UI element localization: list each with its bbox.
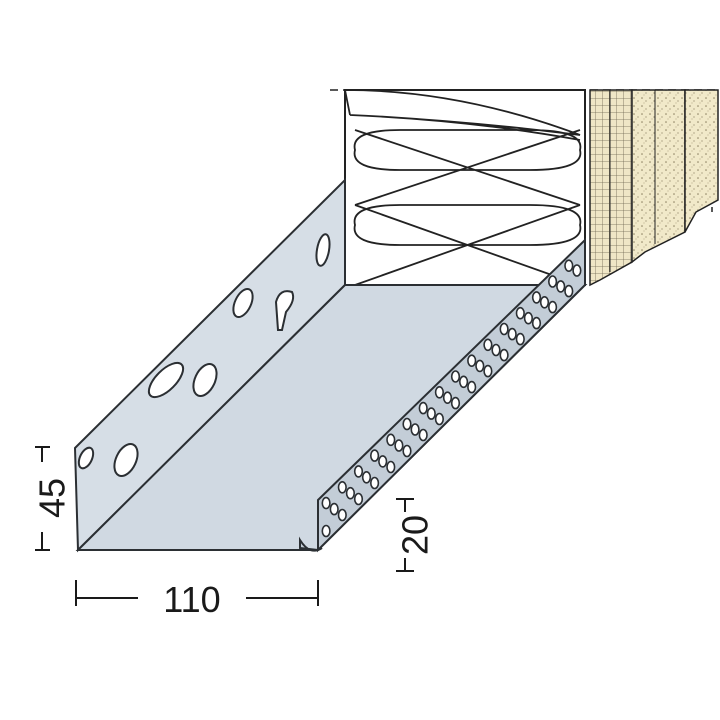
lip-dimension-label: 20 bbox=[395, 515, 436, 555]
width-dimension-label: 110 bbox=[163, 579, 220, 620]
perforation-hole bbox=[467, 354, 477, 368]
perforation-hole bbox=[531, 291, 542, 304]
perforation-hole bbox=[402, 444, 412, 458]
dimension-width: 110 bbox=[75, 579, 319, 620]
perforation-hole bbox=[450, 396, 461, 410]
mesh-layer bbox=[589, 89, 633, 287]
perforation-hole bbox=[345, 486, 356, 500]
perforation-hole bbox=[564, 284, 574, 298]
perforation-hole bbox=[459, 375, 469, 389]
perforation-hole bbox=[394, 439, 404, 452]
insulation-pattern bbox=[344, 89, 582, 286]
base-profile bbox=[73, 177, 588, 553]
perforation-hole bbox=[386, 460, 396, 474]
perforation-hole bbox=[499, 348, 509, 362]
perforation-hole bbox=[321, 496, 331, 510]
base-coat-layer bbox=[631, 89, 686, 264]
wall-assembly bbox=[330, 89, 720, 287]
perforation-hole bbox=[475, 359, 485, 373]
perforation-hole bbox=[442, 391, 453, 405]
perforation-hole bbox=[386, 433, 396, 447]
front-lip-perforations bbox=[321, 259, 582, 538]
back-flange-slots bbox=[77, 233, 331, 477]
perforation-hole bbox=[329, 502, 339, 516]
perforation-hole bbox=[556, 280, 566, 293]
perforation-hole bbox=[515, 332, 525, 346]
perforation-hole bbox=[321, 524, 331, 538]
perforation-hole bbox=[426, 407, 436, 420]
perforation-hole bbox=[483, 364, 493, 378]
perforation-hole bbox=[434, 412, 445, 426]
perforation-hole bbox=[450, 370, 461, 383]
perforation-hole bbox=[523, 311, 534, 325]
perforation-hole bbox=[410, 423, 420, 436]
perforation-hole bbox=[370, 449, 380, 462]
perforation-hole bbox=[418, 428, 428, 442]
perforation-hole bbox=[531, 316, 542, 330]
perforation-hole bbox=[418, 401, 428, 415]
dimension-height: 45 bbox=[32, 446, 73, 551]
height-dimension-label: 45 bbox=[32, 478, 73, 518]
perforation-hole bbox=[434, 385, 445, 399]
perforation-hole bbox=[483, 338, 493, 352]
perforation-hole bbox=[402, 417, 412, 431]
perforation-hole bbox=[547, 300, 558, 314]
perforation-hole bbox=[499, 322, 509, 336]
perforation-hole bbox=[547, 275, 558, 288]
dimension-lip: 20 bbox=[395, 498, 436, 572]
perforation-hole bbox=[539, 295, 550, 309]
perforation-hole bbox=[507, 327, 517, 341]
drip-nose bbox=[299, 536, 323, 552]
perforation-hole bbox=[361, 470, 372, 484]
perforation-hole bbox=[564, 259, 574, 273]
perforation-hole bbox=[353, 465, 364, 478]
insulation-board bbox=[344, 89, 586, 286]
finish-coat-layer bbox=[684, 89, 719, 233]
perforation-hole bbox=[378, 455, 388, 468]
perforation-hole bbox=[337, 480, 347, 494]
perforation-hole bbox=[572, 264, 582, 277]
perforation-hole bbox=[515, 306, 525, 320]
perforation-hole bbox=[353, 492, 364, 506]
perforation-hole bbox=[491, 343, 501, 357]
perforation-hole bbox=[370, 476, 380, 490]
perforation-hole bbox=[467, 380, 477, 394]
perforation-hole bbox=[337, 508, 347, 522]
